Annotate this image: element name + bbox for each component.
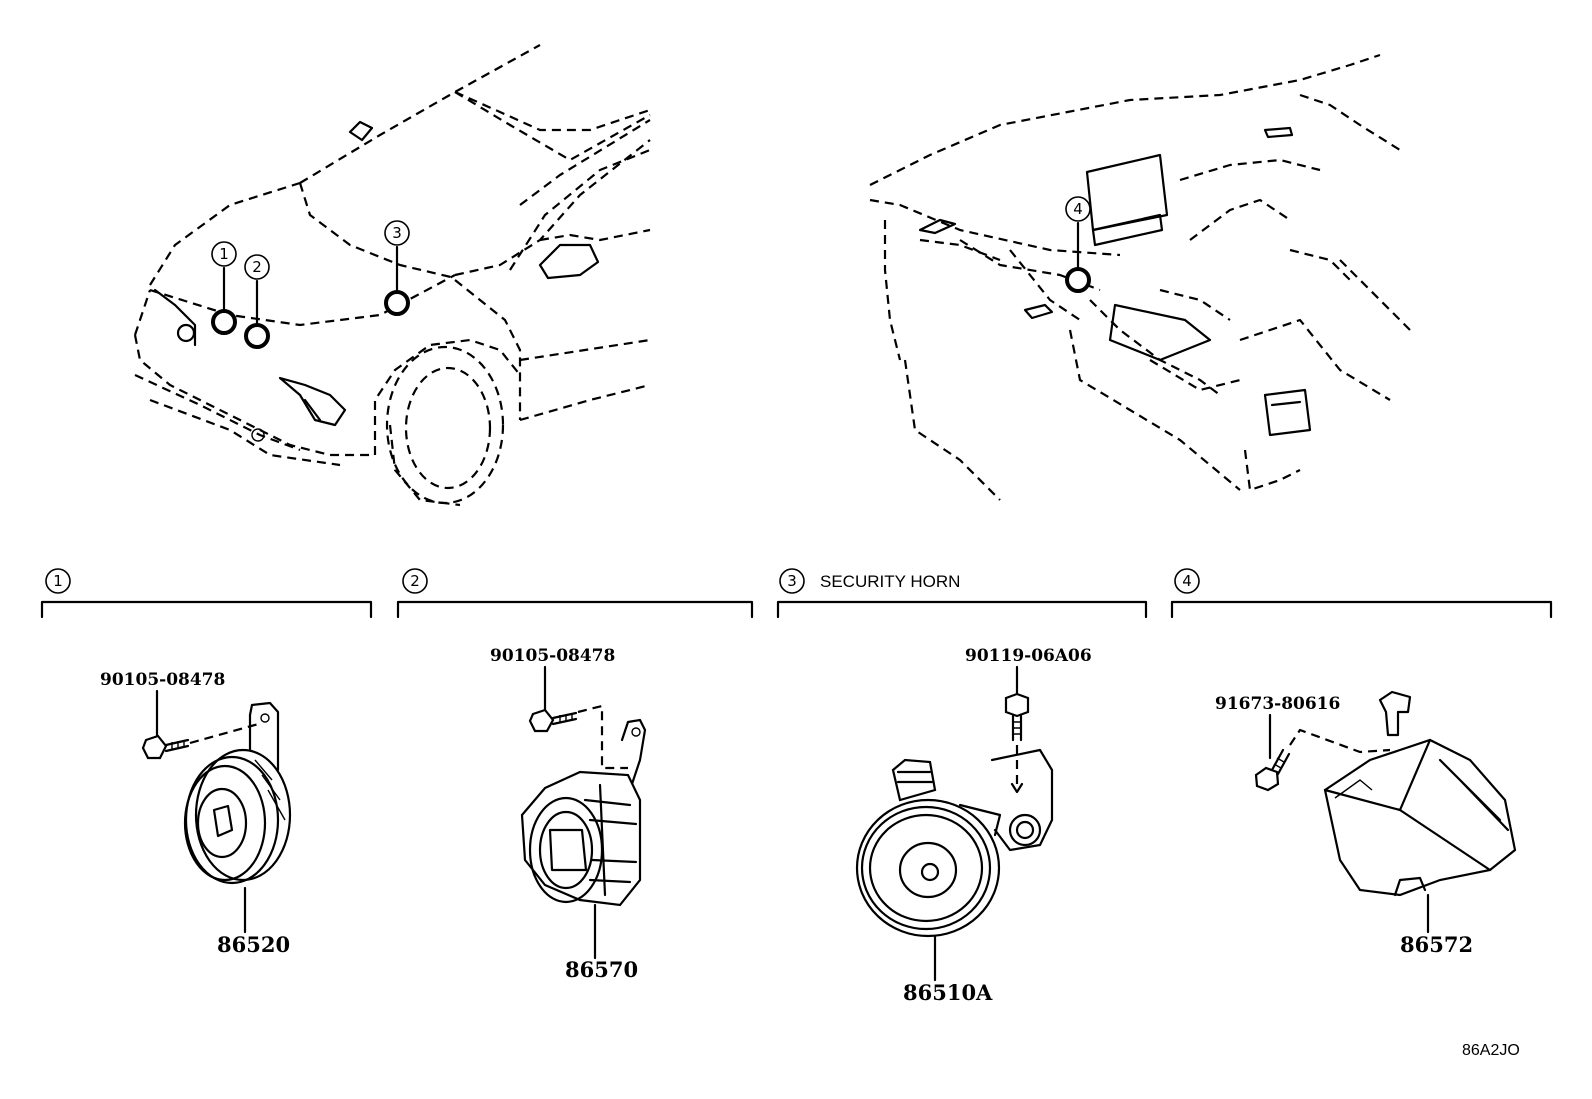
svg-text:4: 4 bbox=[1073, 200, 1083, 218]
section-4-parts: 91673-80616 86572 bbox=[1215, 690, 1517, 957]
callout-2: 2 bbox=[244, 254, 270, 280]
callout-1: 1 bbox=[211, 241, 237, 267]
svg-text:4: 4 bbox=[1182, 572, 1192, 590]
section-3-parts: 90119-06A06 86510A bbox=[855, 646, 1092, 1005]
callout-3: 3 bbox=[384, 220, 410, 246]
svg-text:1: 1 bbox=[53, 572, 63, 590]
bolt-4-icon bbox=[1254, 748, 1291, 792]
bolt-3-icon bbox=[1004, 692, 1030, 742]
vehicle-front-illustration: 1 2 3 bbox=[133, 44, 651, 507]
svg-text:2: 2 bbox=[252, 258, 262, 276]
section-header-2: 2 bbox=[396, 568, 754, 619]
section-2-parts: 90105-08478 86570 bbox=[490, 646, 647, 982]
ecu-86572-icon bbox=[1323, 690, 1517, 897]
section-header-4: 4 bbox=[1170, 568, 1553, 619]
horn-86520-icon bbox=[183, 748, 292, 885]
svg-text:1: 1 bbox=[219, 245, 229, 263]
horn-86570-icon bbox=[520, 770, 642, 907]
part-number-main-2: 86570 bbox=[565, 957, 638, 982]
part-number-bolt-4: 91673-80616 bbox=[1215, 694, 1340, 714]
part-number-main-4: 86572 bbox=[1400, 932, 1473, 957]
interior-dashboard-illustration: 4 bbox=[869, 53, 1411, 501]
horn-86510A-icon bbox=[855, 758, 1002, 938]
svg-text:3: 3 bbox=[392, 224, 402, 242]
part-number-bolt-3: 90119-06A06 bbox=[965, 646, 1092, 666]
callout-4: 4 bbox=[1065, 196, 1091, 222]
section-header-3: 3 SECURITY HORN bbox=[776, 568, 1148, 619]
part-number-main-1: 86520 bbox=[217, 932, 290, 957]
section-header-1: 1 bbox=[40, 568, 373, 619]
section-1-parts: 90105-08478 86520 bbox=[100, 670, 292, 957]
part-number-main-3: 86510A bbox=[903, 980, 993, 1005]
bolt-2-icon bbox=[528, 708, 578, 733]
security-horn-label: SECURITY HORN bbox=[820, 572, 960, 591]
svg-text:2: 2 bbox=[410, 572, 420, 590]
diagram-code: 86A2JO bbox=[1462, 1042, 1520, 1059]
bolt-1-icon bbox=[141, 734, 190, 760]
part-number-bolt-1: 90105-08478 bbox=[100, 670, 225, 690]
svg-text:3: 3 bbox=[787, 572, 797, 590]
part-number-bolt-2: 90105-08478 bbox=[490, 646, 615, 666]
